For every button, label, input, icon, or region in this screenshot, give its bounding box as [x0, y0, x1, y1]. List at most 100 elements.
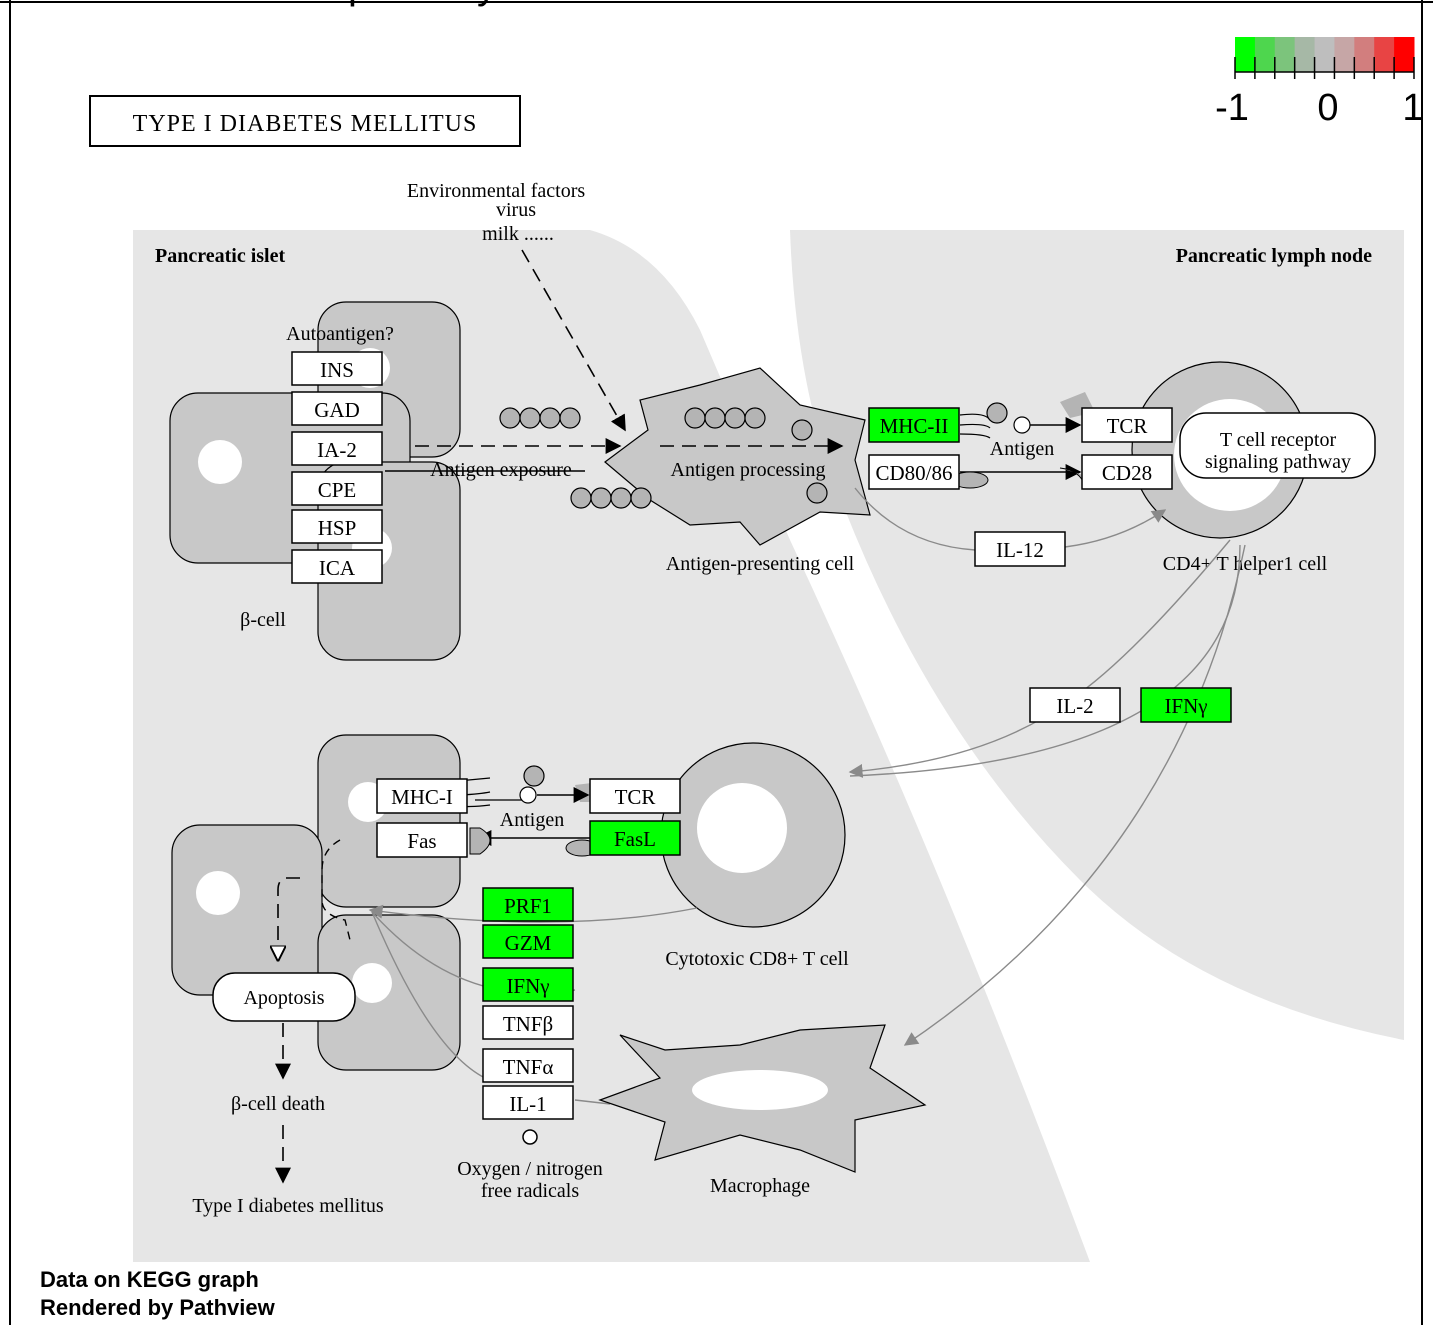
radicals-label-2: free radicals — [481, 1180, 579, 1202]
gene-cd28[interactable]: CD28 — [1081, 454, 1173, 490]
apoptosis-dash-bracket — [321, 839, 351, 941]
region-label-islet: Pancreatic islet — [155, 245, 285, 267]
gene-tcr1-label: TCR — [1107, 414, 1148, 438]
key-swatch — [1334, 37, 1355, 72]
gene-il12[interactable]: IL-12 — [974, 531, 1066, 567]
apc-to-il12 — [854, 487, 976, 551]
footer-line-2: Rendered by Pathview — [40, 1295, 276, 1320]
gene-gad[interactable]: GAD — [291, 391, 383, 426]
env-arrow — [521, 249, 626, 432]
key-label-min: -1 — [1215, 87, 1249, 129]
antigen-label-2: Antigen — [500, 809, 564, 831]
beta-death-label: β-cell death — [231, 1093, 325, 1115]
gene-il12-label: IL-12 — [996, 538, 1044, 562]
gene-cpe-label: CPE — [318, 478, 357, 502]
ctl-to-beta-arrow — [368, 904, 698, 923]
env-label-2: virus — [496, 199, 536, 221]
gene-ifng-1-label: IFNγ — [1164, 694, 1207, 718]
ctl-label: Cytotoxic CD8+ T cell — [665, 948, 849, 970]
tcr-pathway-label-2: signaling pathway — [1205, 451, 1351, 473]
gene-fasl-label: FasL — [614, 827, 656, 851]
gene-mhc1-label: MHC-I — [391, 785, 453, 809]
gene-gad-label: GAD — [314, 398, 360, 422]
antigen-particles — [499, 407, 828, 509]
apc-label: Antigen-presenting cell — [666, 553, 855, 575]
gene-ins-label: INS — [320, 358, 354, 382]
gene-ifng-2-label: IFNγ — [506, 974, 549, 998]
tcr-pathway-label-1: T cell receptor — [1220, 429, 1337, 451]
tnf-to-beta — [371, 911, 486, 1079]
th1-to-macrophage — [903, 544, 1246, 1046]
gene-cd80[interactable]: CD80/86 — [868, 454, 960, 490]
gene-fas[interactable]: Fas — [376, 822, 468, 858]
th1-label: CD4+ T helper1 cell — [1163, 553, 1328, 575]
gene-tnfa[interactable]: TNFα — [482, 1048, 574, 1083]
tcr-pathway-node[interactable] — [1179, 412, 1376, 479]
key-swatch — [1274, 37, 1296, 72]
env-label-1: Environmental factors — [407, 180, 585, 202]
gene-fas-label: Fas — [407, 829, 436, 853]
gene-cd80-label: CD80/86 — [875, 461, 952, 485]
radicals-label-1: Oxygen / nitrogen — [457, 1158, 603, 1180]
gene-prf1-label: PRF1 — [504, 894, 552, 918]
antigen-exposure-label: Antigen exposure — [430, 459, 572, 481]
beta-cell-label: β-cell — [240, 609, 286, 631]
gene-tnfb-label: TNFβ — [503, 1012, 553, 1036]
key-label-max: 1 — [1402, 87, 1423, 129]
key-swatch — [1294, 37, 1316, 72]
gene-tcr1[interactable]: TCR — [1081, 407, 1173, 443]
top-fragment: cpathway — [328, 0, 497, 7]
radical-circle — [522, 1129, 538, 1145]
gene-il1-label: IL-1 — [509, 1092, 546, 1116]
key-swatch — [1354, 37, 1375, 72]
gene-prf1[interactable]: PRF1 — [482, 887, 574, 922]
gene-gzm-label: GZM — [505, 931, 552, 955]
macrophage-to-il1 — [574, 1099, 611, 1105]
gene-fasl[interactable]: FasL — [589, 820, 681, 856]
gene-ia2[interactable]: IA-2 — [291, 431, 383, 466]
macrophage-label: Macrophage — [710, 1175, 810, 1197]
footer-line-1: Data on KEGG graph — [40, 1267, 259, 1292]
antigen-presenting-cell-shape — [604, 367, 871, 546]
gene-boxes: INS GAD IA-2 CPE HSP ICA MHC-II CD80/86 … — [291, 351, 1232, 1120]
gene-mhc2-label: MHC-II — [880, 414, 949, 438]
gene-il1[interactable]: IL-1 — [482, 1085, 574, 1120]
gene-ica[interactable]: ICA — [291, 549, 383, 584]
apoptosis-label: Apoptosis — [243, 987, 324, 1009]
gene-cpe[interactable]: CPE — [291, 471, 383, 506]
gene-mhc1[interactable]: MHC-I — [376, 778, 468, 814]
gene-ifng-2[interactable]: IFNγ — [482, 967, 574, 1002]
macrophage-nucleus — [692, 1070, 828, 1110]
region-label-lymph: Pancreatic lymph node — [1176, 245, 1372, 267]
gene-il2-label: IL-2 — [1056, 694, 1093, 718]
autoantigen-label: Autoantigen? — [286, 323, 394, 345]
il12-to-th1 — [1064, 509, 1167, 548]
page-title: TYPE I DIABETES MELLITUS — [133, 111, 478, 137]
apoptosis-node[interactable] — [212, 972, 356, 1022]
gene-mhc2[interactable]: MHC-II — [868, 407, 960, 443]
color-key: -1 0 1 — [1215, 37, 1424, 129]
key-swatch — [1254, 37, 1276, 72]
gene-il2[interactable]: IL-2 — [1029, 687, 1121, 723]
gene-tnfa-label: TNFα — [503, 1055, 554, 1079]
env-label-3: milk ...... — [482, 223, 554, 245]
gene-hsp[interactable]: HSP — [291, 509, 383, 544]
gene-ifng-1[interactable]: IFNγ — [1140, 687, 1232, 723]
gene-tnfb[interactable]: TNFβ — [482, 1005, 574, 1040]
gene-tcr2[interactable]: TCR — [589, 778, 681, 814]
gene-ica-label: ICA — [319, 556, 356, 580]
gene-gzm[interactable]: GZM — [482, 924, 574, 959]
gene-cd28-label: CD28 — [1102, 461, 1152, 485]
key-swatch — [1374, 37, 1395, 72]
fas-to-apoptosis-arrow — [278, 877, 300, 960]
antigen-label-1: Antigen — [990, 438, 1054, 460]
key-swatch — [1235, 37, 1256, 72]
antigen-processing-label: Antigen processing — [671, 459, 826, 481]
t1d-label: Type I diabetes mellitus — [192, 1195, 384, 1217]
gene-ins[interactable]: INS — [291, 351, 383, 386]
key-swatch — [1314, 37, 1335, 72]
gene-tcr2-label: TCR — [615, 785, 656, 809]
key-swatch — [1394, 37, 1415, 72]
gene-ia2-label: IA-2 — [317, 438, 357, 462]
